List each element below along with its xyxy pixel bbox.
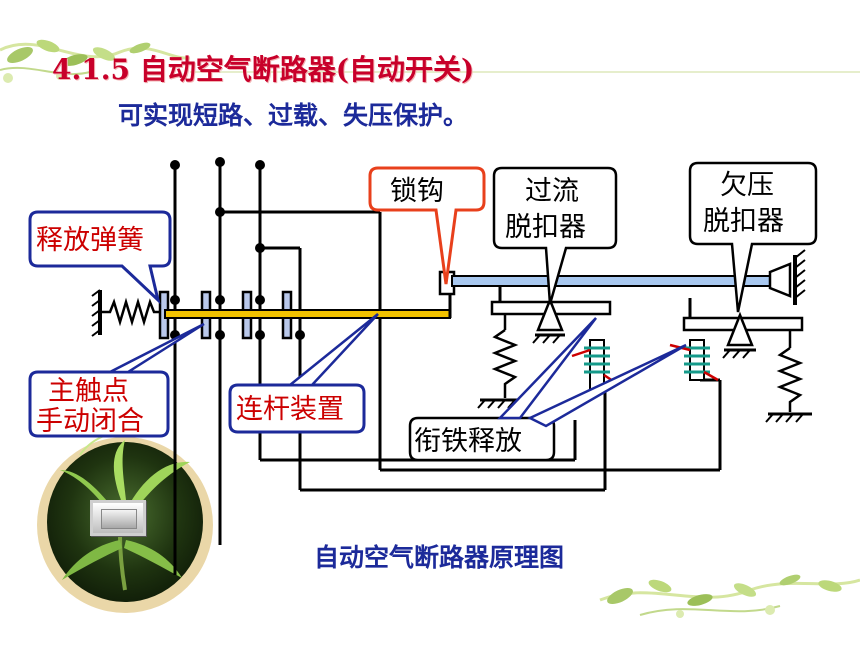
undervoltage-armature [682,298,812,423]
slide-subtitle: 可实现短路、过载、失压保护。 [118,101,469,130]
overcurrent-armature [477,286,612,409]
terminal-dots [170,157,305,340]
callout-main-contact: 主触点 手动闭合 [28,322,205,438]
callout-linkage: 连杆装置 [228,313,379,434]
undervoltage-coil [669,339,719,382]
diagram-caption: 自动空气断路器原理图 [314,543,565,572]
slide-nav-button[interactable] [90,500,146,536]
main-contact-label-1: 主触点 [48,376,129,407]
vine-ornament-icon [599,574,860,618]
right-end-stop [768,249,806,305]
latch-bar [438,270,773,296]
undervoltage-label-2: 脱扣器 [703,206,784,237]
slide-title: 4.1.5 自动空气断路器(自动开关) [52,53,475,86]
release-spring [91,289,162,337]
armature-release-label: 衔铁释放 [414,426,522,457]
release-spring-label: 释放弹簧 [36,225,144,256]
linkage-label: 连杆装置 [236,394,344,425]
callout-undervoltage: 欠压 脱扣器 [688,161,818,313]
undervoltage-label-1: 欠压 [720,170,774,201]
main-contact-label-2: 手动闭合 [36,406,144,437]
lock-hook-label: 锁钩 [390,176,444,207]
overcurrent-label-2: 脱扣器 [505,212,586,243]
vine-ornament-icon [0,39,860,83]
callout-armature-release: 衔铁释放 [408,317,687,462]
callout-overcurrent: 过流 脱扣器 [492,166,618,305]
wiring [173,162,722,575]
callout-release-spring: 释放弹簧 [28,210,172,305]
callout-lock-hook: 锁钩 [368,166,486,285]
overcurrent-label-1: 过流 [525,176,579,207]
